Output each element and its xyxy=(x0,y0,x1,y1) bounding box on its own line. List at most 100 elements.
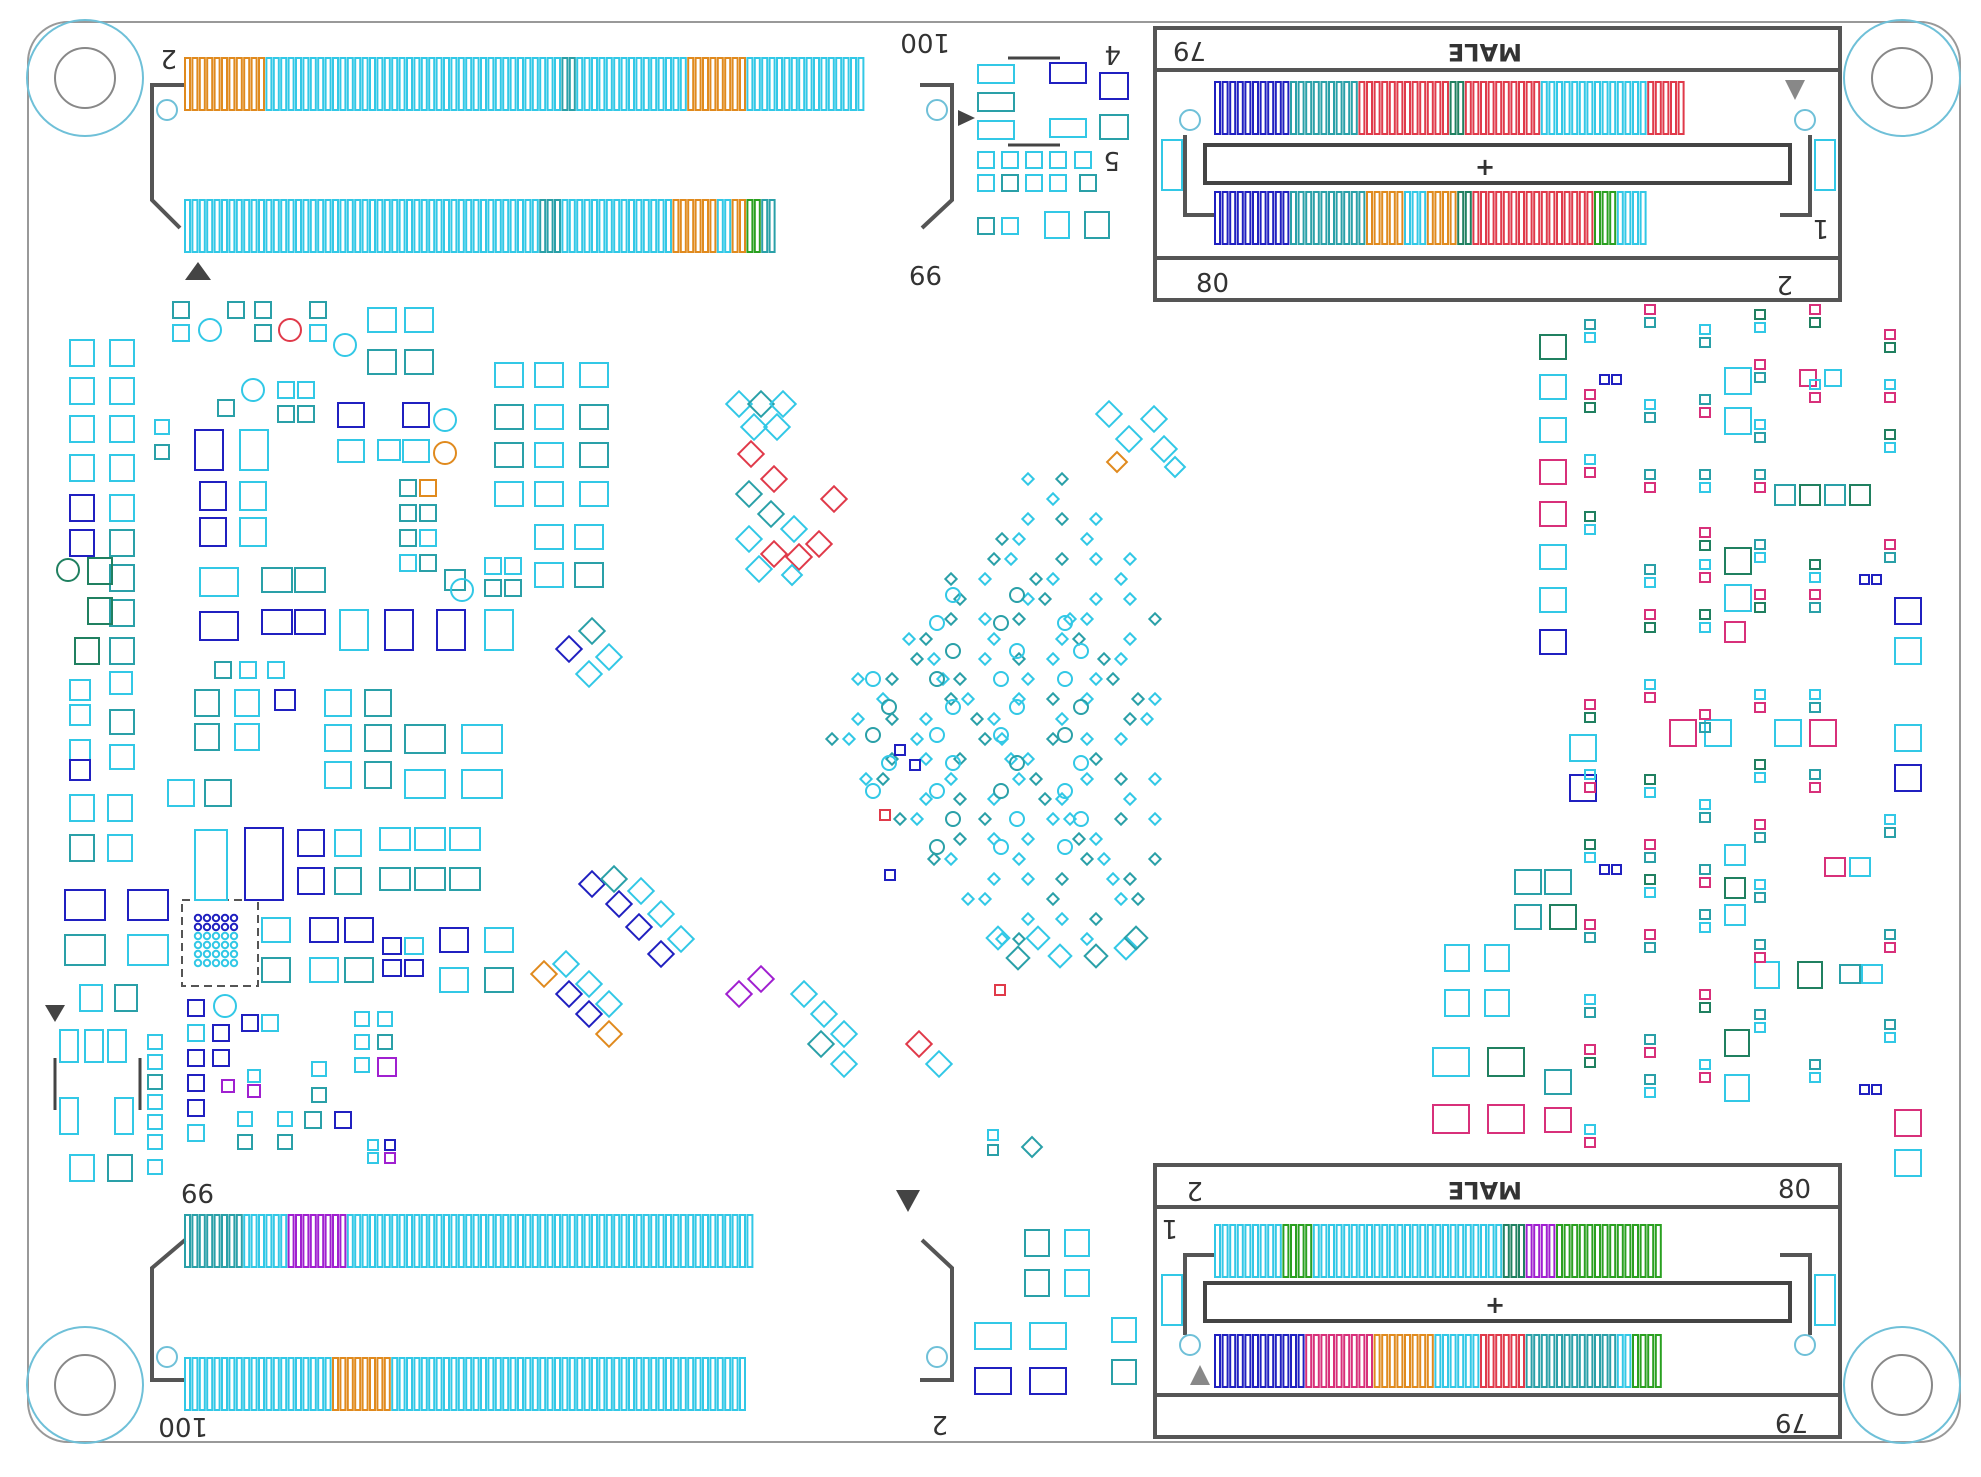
connector-pin xyxy=(716,1357,724,1411)
connector-pin xyxy=(1518,1224,1525,1278)
connector-pin xyxy=(1373,191,1381,245)
smd-pad xyxy=(1884,379,1896,390)
connector-pin xyxy=(235,57,243,111)
pin-label: 80 xyxy=(1778,1175,1811,1205)
connector-pin xyxy=(517,57,524,111)
smd-pad xyxy=(109,454,135,482)
smd-pad xyxy=(884,711,900,727)
connector-pin xyxy=(524,1357,532,1411)
connector-pin xyxy=(1533,1334,1541,1388)
connector-pin xyxy=(687,57,695,111)
smd-pad xyxy=(977,217,995,235)
connector-pin xyxy=(1556,81,1563,135)
connector-pin xyxy=(1654,1224,1662,1278)
connector-pin xyxy=(309,1214,317,1268)
smd-pad xyxy=(399,479,417,497)
connector-pin xyxy=(235,1214,243,1268)
connector-pin xyxy=(346,199,354,253)
smd-pad xyxy=(884,671,900,687)
smd-pad xyxy=(109,415,135,443)
connector-pin xyxy=(1624,191,1632,245)
smd-pad xyxy=(1644,942,1656,953)
connector-pin xyxy=(709,1214,717,1268)
pin-label: 1 xyxy=(1161,1213,1178,1243)
via-pad xyxy=(865,727,881,743)
connector-pin xyxy=(1297,1224,1305,1278)
connector-pin xyxy=(213,1214,221,1268)
connector-pin xyxy=(1328,1224,1335,1278)
connector-pin xyxy=(428,199,436,253)
smd-pad xyxy=(354,1057,370,1073)
connector-pin xyxy=(1464,1224,1472,1278)
connector-pin xyxy=(354,57,362,111)
smd-pad xyxy=(382,937,402,955)
smd-pad xyxy=(1432,1047,1470,1077)
connector-pin xyxy=(620,1214,628,1268)
connector-pin xyxy=(258,1357,265,1411)
connector-pin xyxy=(628,199,635,253)
smd-pad xyxy=(1644,787,1656,798)
connector-pin xyxy=(302,1357,310,1411)
bga-ball xyxy=(193,949,203,959)
smd-pad xyxy=(841,731,857,747)
smd-pad xyxy=(1088,751,1104,767)
connector-pin xyxy=(1533,81,1541,135)
smd-pad xyxy=(1611,374,1622,385)
smd-pad xyxy=(1699,469,1711,480)
smd-pad xyxy=(114,984,138,1012)
smd-pad xyxy=(1045,691,1061,707)
via-pad xyxy=(881,699,897,715)
smd-pad xyxy=(1122,591,1138,607)
smd-pad xyxy=(1871,574,1882,585)
smd-pad xyxy=(1147,691,1163,707)
bga-ball xyxy=(229,922,239,932)
smd-pad xyxy=(977,611,993,627)
smd-pad xyxy=(977,891,993,907)
connector-pin xyxy=(761,57,769,111)
connector-pin xyxy=(576,1214,584,1268)
smd-pad xyxy=(1549,904,1577,930)
connector-pin xyxy=(1396,1224,1404,1278)
smd-pad xyxy=(756,499,786,529)
connector-pin xyxy=(1449,81,1457,135)
connector-pin xyxy=(591,57,598,111)
connector-pin xyxy=(1449,1334,1457,1388)
smd-pad xyxy=(239,429,269,471)
via-pad xyxy=(993,839,1009,855)
connector-pin xyxy=(568,57,576,111)
bga-ball xyxy=(229,913,239,923)
connector-pin xyxy=(857,57,865,111)
smd-pad xyxy=(364,724,392,752)
smd-pad xyxy=(1699,909,1711,920)
connector-pin xyxy=(583,199,591,253)
smd-pad xyxy=(1079,174,1097,192)
connector-pin xyxy=(635,1357,643,1411)
smd-pad xyxy=(69,339,95,367)
smd-pad xyxy=(1079,731,1095,747)
smd-pad xyxy=(987,1129,999,1141)
smd-pad xyxy=(1724,1029,1750,1057)
connector-pin xyxy=(1487,191,1495,245)
connector-pin xyxy=(265,1214,273,1268)
smd-pad xyxy=(1584,1057,1596,1068)
smd-pad xyxy=(384,1152,396,1164)
smd-pad xyxy=(1644,317,1656,328)
smd-pad xyxy=(986,551,1002,567)
connector-pin xyxy=(768,199,776,253)
connector-pin xyxy=(1616,191,1624,245)
smd-pad xyxy=(261,1014,279,1032)
connector-pin xyxy=(1320,191,1328,245)
smd-pad xyxy=(1139,711,1155,727)
smd-pad xyxy=(952,591,968,607)
connector-pin xyxy=(694,1214,702,1268)
smd-pad xyxy=(1809,782,1821,793)
smd-pad xyxy=(109,494,135,522)
connector-pin xyxy=(228,199,236,253)
via-pad xyxy=(945,587,961,603)
smd-pad xyxy=(734,524,764,554)
smd-pad xyxy=(969,711,985,727)
smd-pad xyxy=(234,723,260,751)
connector-pin xyxy=(1214,191,1221,245)
smd-pad xyxy=(1644,692,1656,703)
